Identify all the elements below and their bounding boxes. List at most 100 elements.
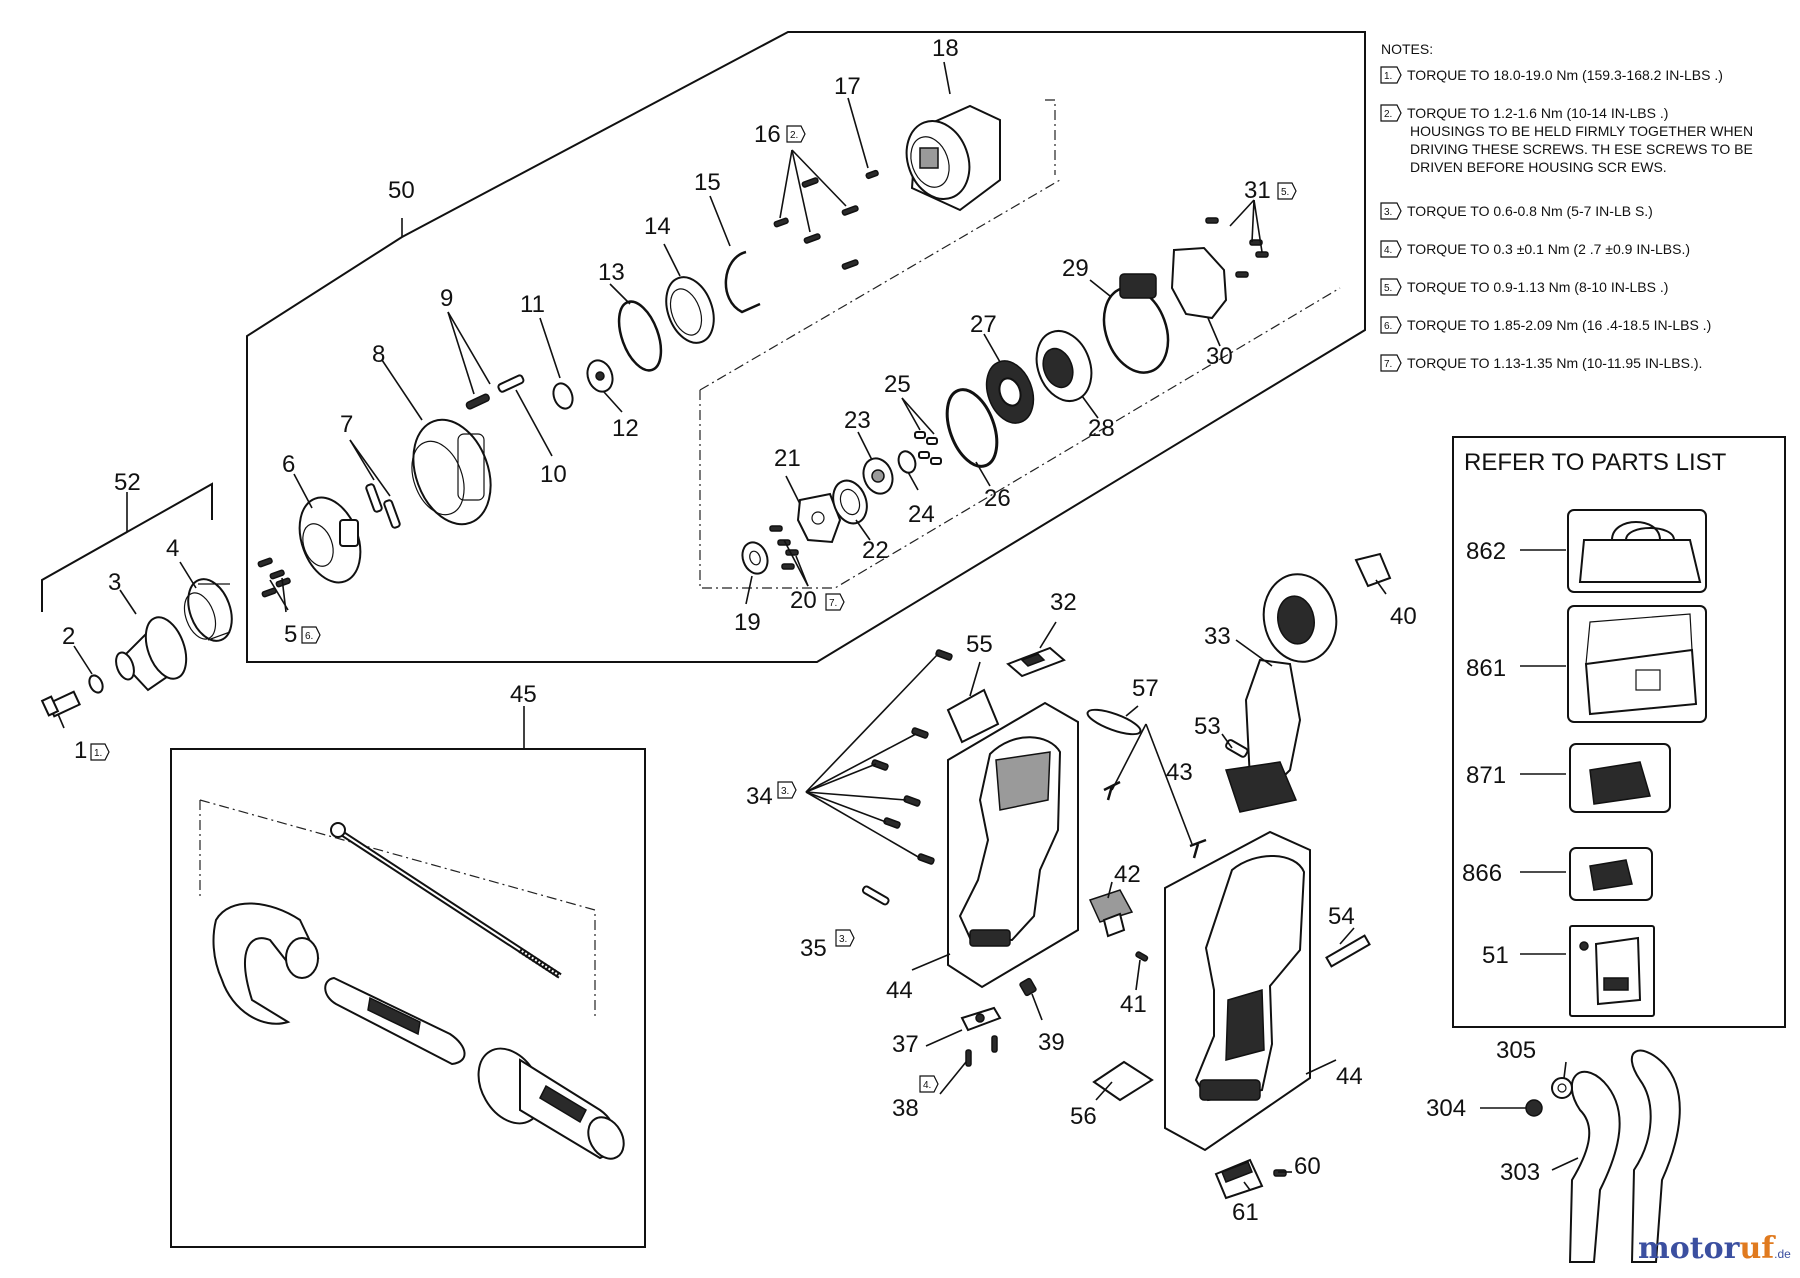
callout-57: 57 bbox=[1132, 675, 1159, 702]
torque-tag-3b: 3. bbox=[835, 929, 855, 947]
chuck-screw bbox=[40, 690, 81, 718]
svg-text:4.: 4. bbox=[1384, 245, 1392, 256]
callout-5: 5 bbox=[284, 621, 297, 648]
lens-57 bbox=[1086, 708, 1142, 736]
callout-11: 11 bbox=[520, 291, 545, 318]
note-line-2-2: HOUSINGS TO BE HELD FIRMLY TOGETHER WHEN bbox=[1410, 123, 1753, 139]
callout-14: 14 bbox=[644, 213, 671, 240]
svg-text:3.: 3. bbox=[781, 786, 789, 797]
spring-53 bbox=[1225, 739, 1249, 758]
torque-tags: 1. 2. 3. 3. 4. 5. 6. 7. bbox=[90, 125, 1297, 1093]
callout-9: 9 bbox=[440, 285, 453, 312]
note-line-5-1: TORQUE TO 0.9-1.13 Nm (8-10 IN-LBS .) bbox=[1407, 279, 1668, 295]
pin-35 bbox=[861, 885, 890, 906]
carry-case-icon bbox=[1567, 605, 1707, 723]
callout-31: 31 bbox=[1244, 177, 1271, 204]
callout-28: 28 bbox=[1088, 415, 1115, 442]
washer-19 bbox=[741, 541, 769, 575]
o-ring-11 bbox=[552, 382, 574, 410]
callout-10: 10 bbox=[540, 461, 567, 488]
refer-item-861: 861 bbox=[1466, 655, 1506, 682]
torque-tag-6: 6. bbox=[301, 626, 321, 644]
label-54 bbox=[1325, 934, 1371, 968]
callout-22: 22 bbox=[862, 537, 889, 564]
clutch-pins bbox=[365, 483, 401, 529]
note-line-2-3: DRIVING THESE SCREWS. TH ESE SCREWS TO B… bbox=[1410, 141, 1753, 157]
callout-24: 24 bbox=[908, 501, 935, 528]
depth-rod bbox=[330, 822, 562, 979]
svg-text:7.: 7. bbox=[829, 598, 837, 609]
hook-303 bbox=[1568, 1049, 1681, 1263]
screws-31 bbox=[1205, 217, 1269, 278]
housing-right-44 bbox=[1194, 855, 1306, 1102]
refer-parts-box bbox=[1452, 436, 1786, 1028]
callout-20: 20 bbox=[790, 587, 817, 614]
callout-19: 19 bbox=[734, 609, 761, 636]
note-tag-2: 2. bbox=[1380, 104, 1402, 122]
screws-16 bbox=[773, 177, 859, 270]
refer-box-text: REFER TO PARTS LIST 862 861 871 866 51 bbox=[1462, 449, 1727, 969]
clutch-springs bbox=[465, 374, 525, 410]
clutch-ring bbox=[411, 418, 492, 526]
callout-18: 18 bbox=[932, 35, 959, 62]
callout-21: 21 bbox=[774, 445, 801, 472]
screw-60 bbox=[1273, 1169, 1287, 1177]
switch-42 bbox=[1088, 889, 1134, 938]
callout-4: 4 bbox=[166, 535, 179, 562]
svg-text:6.: 6. bbox=[1384, 321, 1392, 332]
clutch-plate bbox=[298, 496, 362, 584]
chuck-assembly-bracket bbox=[41, 482, 213, 612]
svg-text:3.: 3. bbox=[1384, 207, 1392, 218]
callout-13: 13 bbox=[598, 259, 625, 286]
planet-carrier-27 bbox=[985, 360, 1035, 424]
clip-15 bbox=[724, 250, 761, 314]
callout-40: 40 bbox=[1390, 603, 1417, 630]
note-line-4-1: TORQUE TO 0.3 ±0.1 Nm (2 .7 ±0.9 IN-LBS.… bbox=[1407, 241, 1690, 257]
note-line-1-1: TORQUE TO 18.0-19.0 Nm (159.3-168.2 IN-L… bbox=[1407, 67, 1723, 83]
screw-304 bbox=[1525, 1099, 1543, 1117]
housing-right-frame bbox=[1164, 830, 1311, 1152]
callout-8: 8 bbox=[372, 341, 385, 368]
callout-44-left: 44 bbox=[886, 977, 913, 1004]
callout-33: 33 bbox=[1204, 623, 1231, 650]
housing-left-frame bbox=[947, 701, 1079, 989]
note-line-3-1: TORQUE TO 0.6-0.8 Nm (5-7 IN-LB S.) bbox=[1407, 203, 1653, 219]
callout-7: 7 bbox=[340, 411, 353, 438]
callout-45: 45 bbox=[510, 681, 537, 708]
callout-303: 303 bbox=[1500, 1159, 1540, 1186]
torque-tag-1: 1. bbox=[90, 743, 110, 761]
motor-bracket-29 bbox=[1102, 273, 1170, 374]
callout-numbers: 1 2 3 4 5 6 7 8 9 10 11 12 13 14 15 16 1… bbox=[62, 35, 1540, 1226]
callout-61: 61 bbox=[1232, 1199, 1259, 1226]
callout-305: 305 bbox=[1496, 1037, 1536, 1064]
torque-tag-2: 2. bbox=[786, 125, 806, 143]
callout-23: 23 bbox=[844, 407, 871, 434]
note-tag-3: 3. bbox=[1380, 202, 1402, 220]
note-line-2-4: DRIVEN BEFORE HOUSING SCR EWS. bbox=[1410, 159, 1667, 175]
svg-text:5.: 5. bbox=[1384, 283, 1392, 294]
keyless-chuck bbox=[115, 616, 188, 692]
callout-32: 32 bbox=[1050, 589, 1077, 616]
svg-text:motoruf.de: motoruf.de bbox=[1638, 1231, 1791, 1266]
baffle-30 bbox=[1170, 246, 1228, 320]
ring-gear-14 bbox=[665, 276, 715, 344]
handle-clamp bbox=[212, 902, 320, 1025]
svg-text:3.: 3. bbox=[839, 934, 847, 945]
callout-17: 17 bbox=[834, 73, 861, 100]
set-screw-39 bbox=[1019, 977, 1037, 997]
note-line-7-1: TORQUE TO 1.13-1.35 Nm (10-11.95 IN-LBS.… bbox=[1407, 355, 1702, 371]
watermark-logo: motoruf.de bbox=[1638, 1231, 1791, 1266]
callout-12: 12 bbox=[612, 415, 639, 442]
note-tag-1: 1. bbox=[1380, 66, 1402, 84]
callout-30: 30 bbox=[1206, 343, 1233, 370]
motor-33 bbox=[1225, 573, 1338, 813]
refer-item-866: 866 bbox=[1462, 860, 1502, 887]
callout-54: 54 bbox=[1328, 903, 1355, 930]
callout-2: 2 bbox=[62, 623, 75, 650]
torque-tag-7: 7. bbox=[825, 593, 845, 611]
callout-42: 42 bbox=[1114, 861, 1141, 888]
note-line-6-1: TORQUE TO 1.85-2.09 Nm (16 .4-18.5 IN-LB… bbox=[1407, 317, 1711, 333]
ring-24 bbox=[897, 450, 917, 474]
latch-61 bbox=[1214, 1158, 1264, 1200]
